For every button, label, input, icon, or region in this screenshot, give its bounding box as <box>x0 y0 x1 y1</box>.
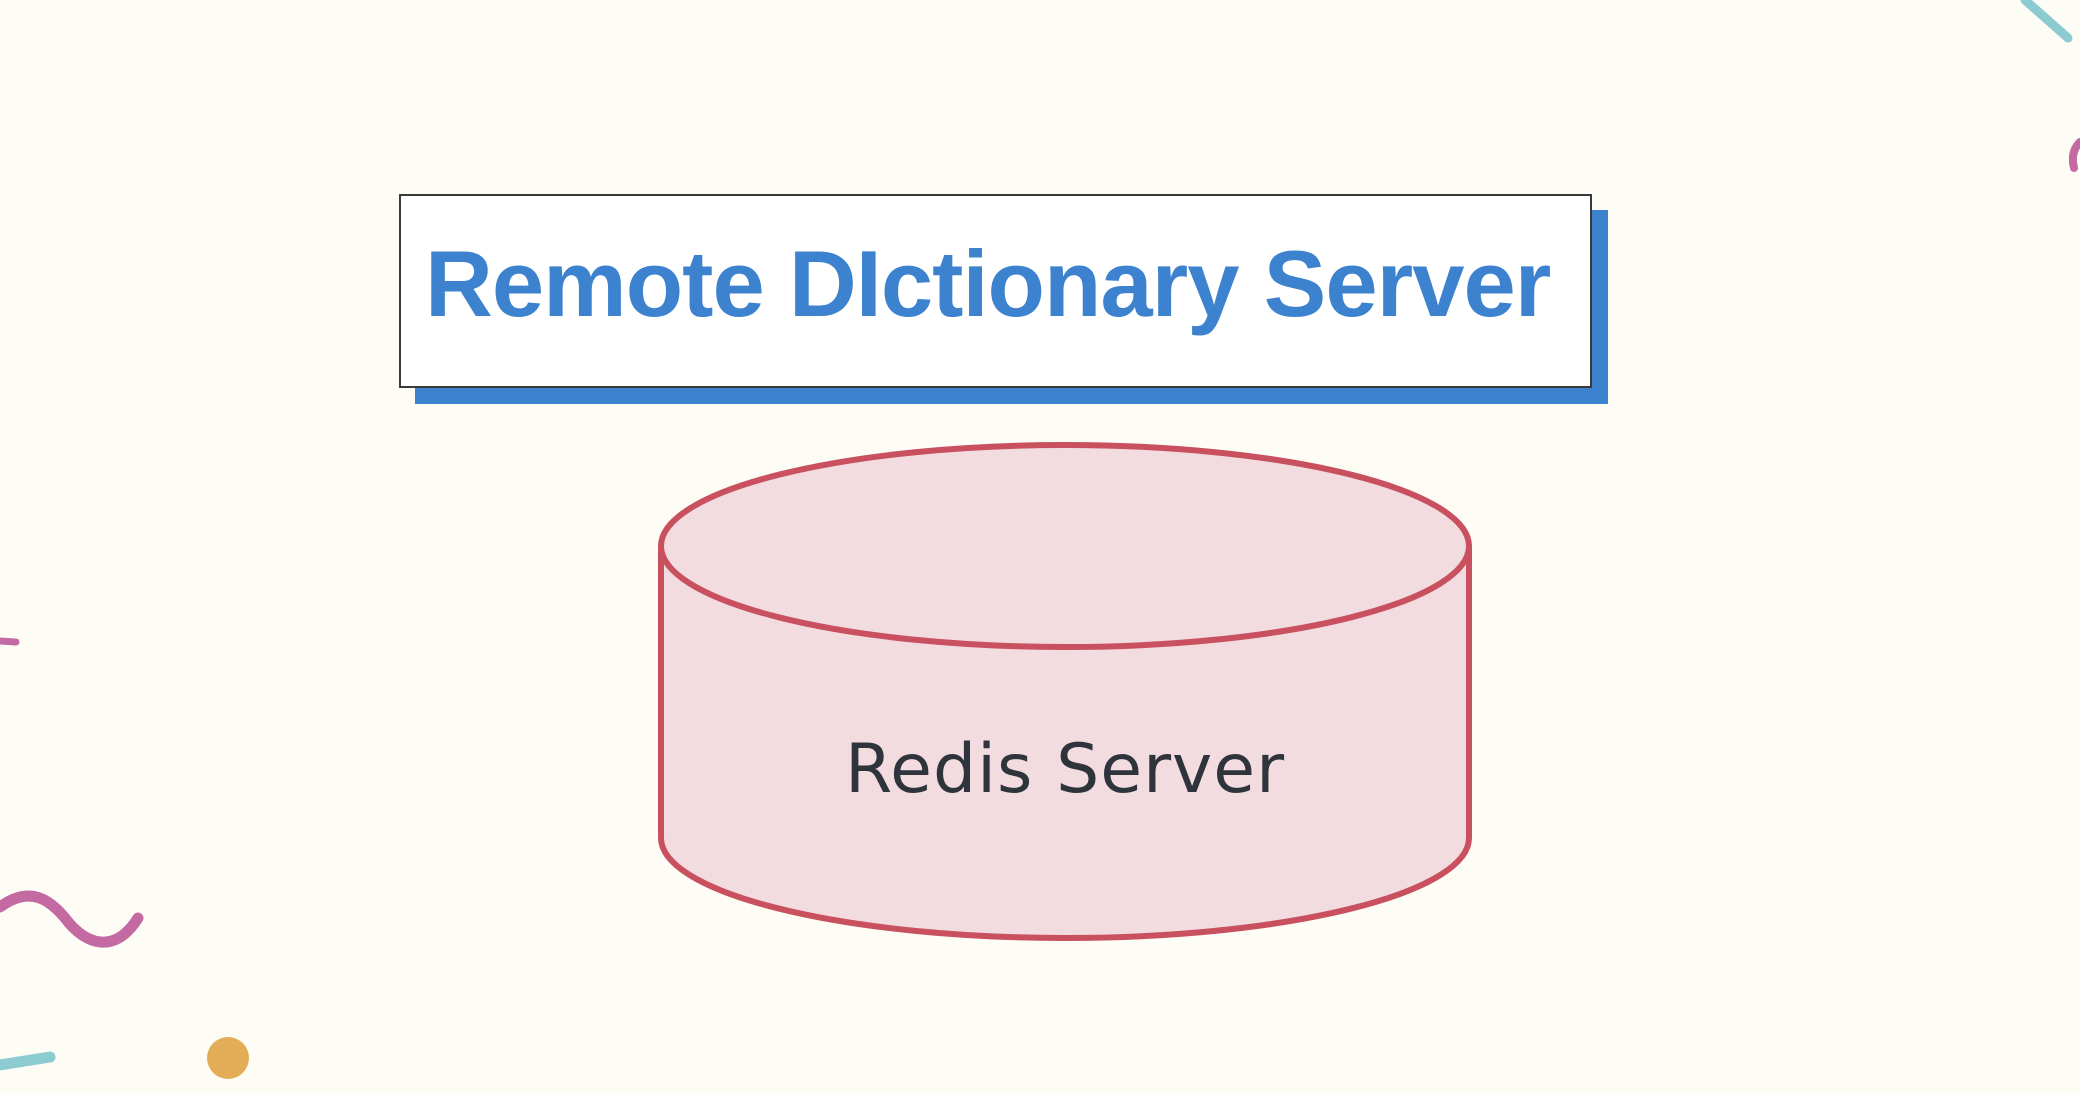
page-title: Remote DIctionary Server <box>425 231 1551 336</box>
cylinder-body <box>658 543 1472 941</box>
title-banner: Remote DIctionary Server <box>399 194 1608 404</box>
database-label: Redis Server <box>844 730 1286 809</box>
magenta-stroke-left-edge <box>0 637 20 646</box>
magenta-stroke-right <box>2068 138 2080 172</box>
database-cylinder-icon <box>658 442 1472 941</box>
gold-dot <box>207 1037 249 1079</box>
teal-stroke-bottom-left <box>0 1051 56 1071</box>
teal-stroke-top-right <box>2020 0 2073 43</box>
cylinder-top <box>658 442 1472 650</box>
title-box: Remote DIctionary Server <box>399 194 1592 388</box>
magenta-squiggle <box>0 890 144 948</box>
